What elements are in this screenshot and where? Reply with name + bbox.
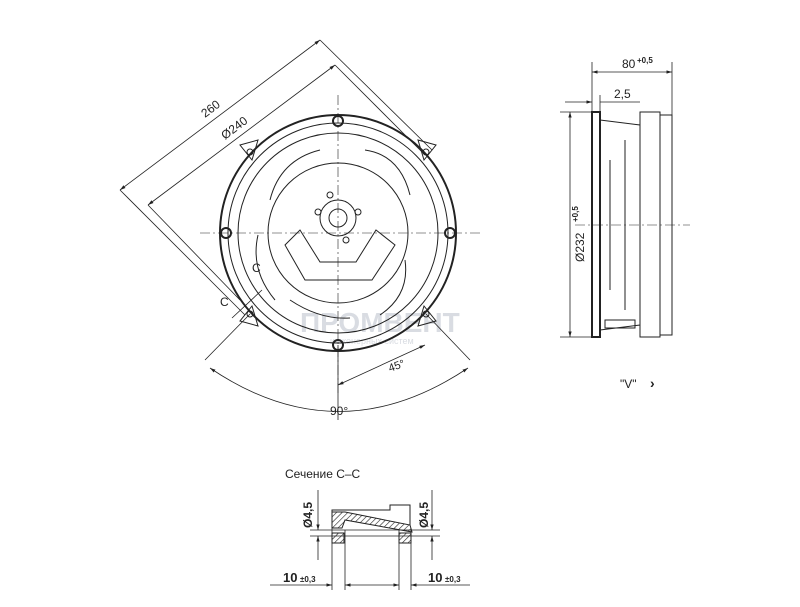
side-dim-diameter-tol: +0,5 [571, 206, 580, 222]
offset-left-tol: ±0,3 [300, 575, 316, 584]
side-dim-diameter: Ø232 [573, 232, 587, 262]
section-title: Сечение С–С [285, 467, 361, 481]
watermark: ПРОМВЕНТ инженерных систем [300, 307, 460, 346]
section-mark-c1: C [220, 295, 229, 309]
svg-text:инженерных систем: инженерных систем [330, 336, 414, 346]
view-arrow-icon: › [650, 375, 655, 391]
dim-diameter: Ø240 [218, 113, 250, 142]
fan-side-view: 80 +0,5 2,5 Ø232 +0,5 "V" › [560, 56, 690, 391]
hole-right: Ø4,5 [417, 502, 431, 528]
section-mark-c2: C [252, 261, 261, 275]
dim-overall: 260 [198, 97, 223, 120]
dim-flange: 2,5 [614, 87, 631, 101]
offset-right: 10 [428, 570, 442, 585]
svg-text:ПРОМВЕНТ: ПРОМВЕНТ [300, 307, 460, 338]
angle-45: 45° [387, 358, 407, 375]
offset-left: 10 [283, 570, 297, 585]
angle-90: 90° [330, 404, 348, 418]
hole-left: Ø4,5 [301, 502, 315, 528]
dim-depth: 80 [622, 57, 636, 71]
offset-right-tol: ±0,3 [445, 575, 461, 584]
fan-front-view: 260 Ø240 C C 45° 90° [119, 39, 480, 420]
section-c-c: Сечение С–С Ø4,5 Ø4,5 10 ±0,3 10 ±0,3 [270, 467, 470, 590]
view-label: "V" [620, 377, 637, 391]
dim-depth-tol: +0,5 [637, 56, 653, 65]
